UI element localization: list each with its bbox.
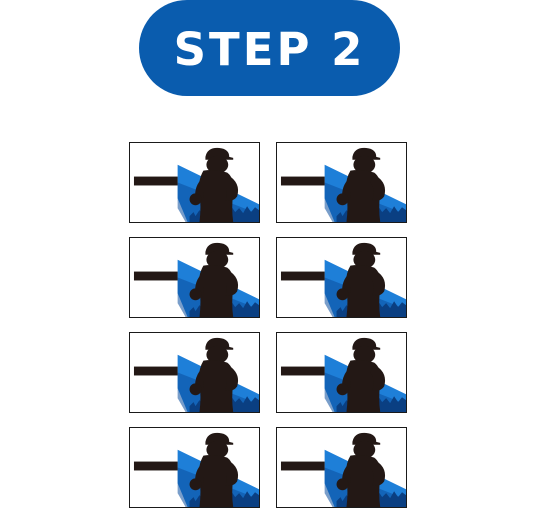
thumbnail-card-r4c2[interactable] (276, 427, 407, 508)
golfer-swing-icon (133, 432, 259, 507)
thumbnail-card-r2c2[interactable] (276, 237, 407, 318)
step-label: STEP 2 (173, 22, 366, 76)
thumbnail-card-r1c2[interactable] (276, 142, 407, 223)
thumbnail-grid (129, 142, 407, 508)
thumbnail-card-r2c1[interactable] (129, 237, 260, 318)
thumbnail-card-r3c1[interactable] (129, 332, 260, 413)
golfer-swing-icon (280, 147, 406, 222)
thumbnail-card-r3c2[interactable] (276, 332, 407, 413)
golfer-swing-icon (133, 242, 259, 317)
golfer-swing-icon (133, 147, 259, 222)
step-badge: STEP 2 (139, 0, 400, 96)
golfer-swing-icon (280, 242, 406, 317)
thumbnail-card-r4c1[interactable] (129, 427, 260, 508)
thumbnail-card-r1c1[interactable] (129, 142, 260, 223)
golfer-swing-icon (280, 432, 406, 507)
golfer-swing-icon (133, 337, 259, 412)
golfer-swing-icon (280, 337, 406, 412)
